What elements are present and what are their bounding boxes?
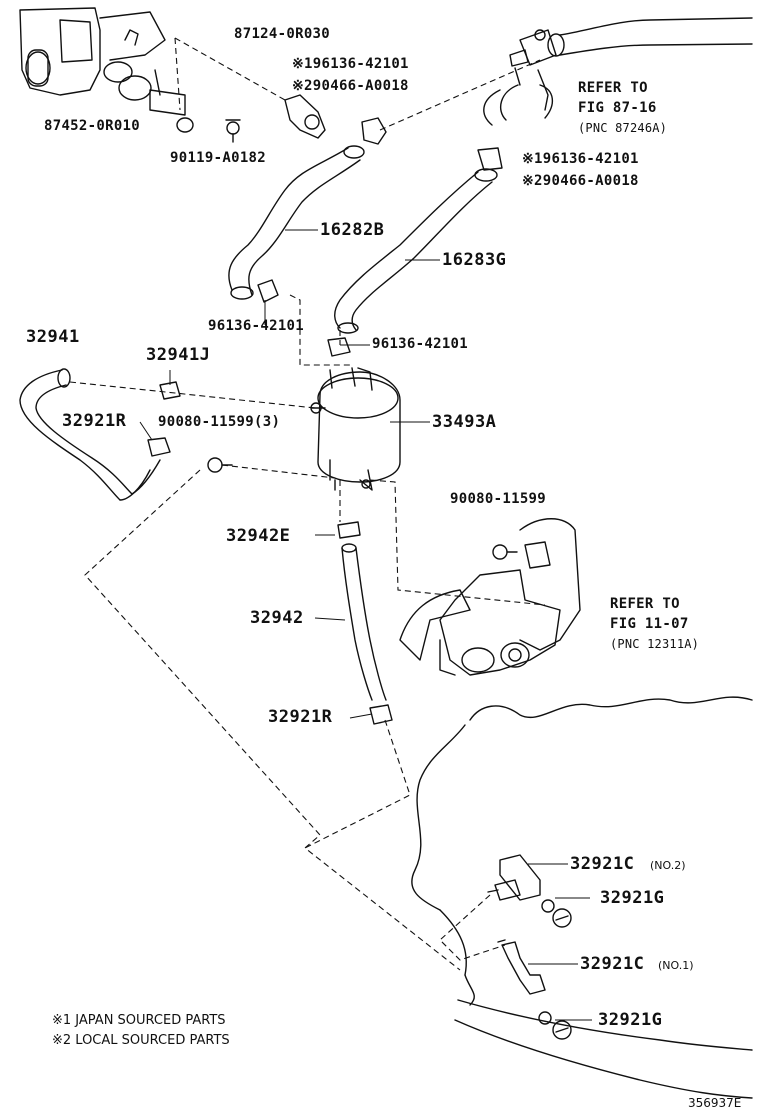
- clamp-32921R-upper: [147, 437, 171, 457]
- part-label-32941: 32941: [26, 327, 80, 347]
- oring-32921G-lower: [538, 1011, 572, 1040]
- bolt-90080-single: [492, 544, 518, 560]
- hose-16282B: [228, 145, 365, 300]
- valve-32921C-no1: [497, 939, 546, 995]
- clamp-87124: [284, 94, 326, 139]
- engine-block-outline: [411, 696, 753, 1099]
- part-label-87124: 87124-0R030: [234, 26, 331, 42]
- clamp-32942E: [337, 521, 361, 539]
- clamp-96136-left: [257, 279, 279, 303]
- clamp-32941J: [159, 381, 181, 400]
- bolt-90119: [225, 119, 241, 143]
- upper-right-valve: [483, 17, 753, 126]
- part-label-16282B: 16282B: [320, 220, 385, 240]
- hose-32941: [19, 368, 161, 501]
- part-label-no1: (NO.1): [658, 959, 694, 972]
- part-label-32942: 32942: [250, 608, 304, 628]
- refer-mid-line2: FIG 11-07: [610, 616, 689, 632]
- part-label-32921R-top: 32921R: [62, 411, 127, 431]
- part-label-32921G-upper: 32921G: [600, 888, 665, 908]
- refer-top-line2: FIG 87-16: [578, 100, 657, 116]
- clamp-96136-right: [327, 337, 351, 357]
- part-label-90080-single: 90080-11599: [450, 491, 547, 507]
- hose-32942: [341, 543, 387, 701]
- refer-top-line3: (PNC 87246A): [578, 121, 668, 135]
- part-label-196136-mid: ※196136-42101: [522, 151, 639, 167]
- part-label-196136-top: ※196136-42101: [292, 56, 409, 72]
- part-label-96136-right: 96136-42101: [372, 336, 469, 352]
- refer-mid-line3: (PNC 12311A): [610, 637, 700, 651]
- part-label-90080-triple: 90080-11599(3): [158, 414, 281, 430]
- note-japan-sourced: ※1 JAPAN SOURCED PARTS: [52, 1013, 226, 1028]
- canister-33493A: [310, 367, 401, 491]
- note-local-sourced: ※2 LOCAL SOURCED PARTS: [52, 1033, 230, 1048]
- hose-16283G: [334, 147, 503, 334]
- illustration-id: 356937E: [688, 1096, 742, 1110]
- refer-top-line1: REFER TO: [578, 80, 648, 96]
- part-label-96136-left: 96136-42101: [208, 318, 305, 334]
- part-label-32921C-no2: 32921C: [570, 854, 635, 874]
- part-label-32921G-lower: 32921G: [598, 1010, 663, 1030]
- part-label-33493A: 33493A: [432, 412, 497, 432]
- part-label-32921R-bottom: 32921R: [268, 707, 333, 727]
- engine-mount-bracket: [399, 518, 581, 676]
- upper-valve-assembly: [19, 7, 194, 133]
- valve-32921C-no2: [487, 854, 541, 901]
- part-label-87452: 87452-0R010: [44, 118, 141, 134]
- part-label-16283G: 16283G: [442, 250, 507, 270]
- part-label-32941J: 32941J: [146, 345, 211, 365]
- part-label-no2: (NO.2): [650, 859, 686, 872]
- part-label-32942E: 32942E: [226, 526, 291, 546]
- oring-32921G-upper: [541, 899, 572, 928]
- clamp-96136-upper: [361, 117, 387, 145]
- clamp-32921R-lower: [369, 704, 393, 725]
- part-label-32921C-no1: 32921C: [580, 954, 645, 974]
- part-label-290466-mid: ※290466-A0018: [522, 173, 639, 189]
- part-label-290466-top: ※290466-A0018: [292, 78, 409, 94]
- part-label-90119: 90119-A0182: [170, 150, 267, 166]
- bolt-90080-triple: [207, 457, 233, 473]
- refer-mid-line1: REFER TO: [610, 596, 680, 612]
